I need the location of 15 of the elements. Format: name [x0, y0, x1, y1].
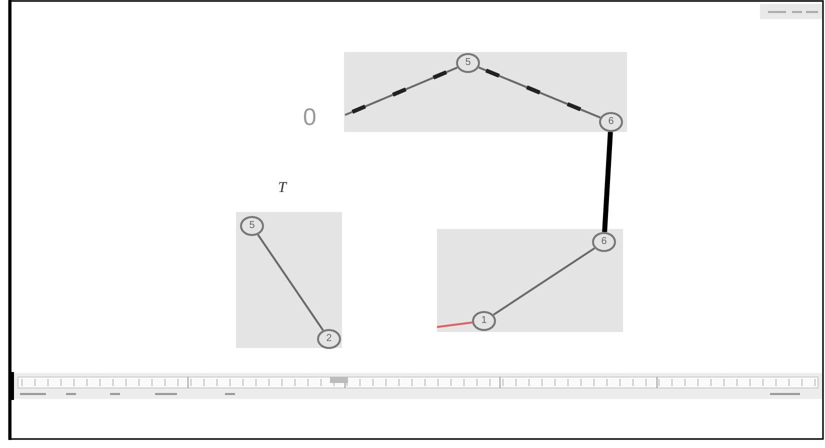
connector-line	[257, 234, 324, 331]
panel-background	[236, 212, 342, 348]
node-circle: 2	[317, 329, 341, 349]
node-circle: 5	[240, 216, 264, 236]
node-circle: 6	[592, 232, 616, 252]
node-circle: 5	[456, 53, 480, 73]
node-circle: 6	[599, 112, 623, 132]
node-circle: 1	[472, 311, 496, 331]
text-label: T	[278, 180, 286, 197]
connector-line	[436, 322, 472, 328]
connector-line	[492, 247, 596, 316]
panel-background	[344, 52, 627, 132]
panel-background	[437, 229, 623, 332]
connector-line	[602, 132, 613, 232]
text-label: 0	[303, 104, 316, 132]
